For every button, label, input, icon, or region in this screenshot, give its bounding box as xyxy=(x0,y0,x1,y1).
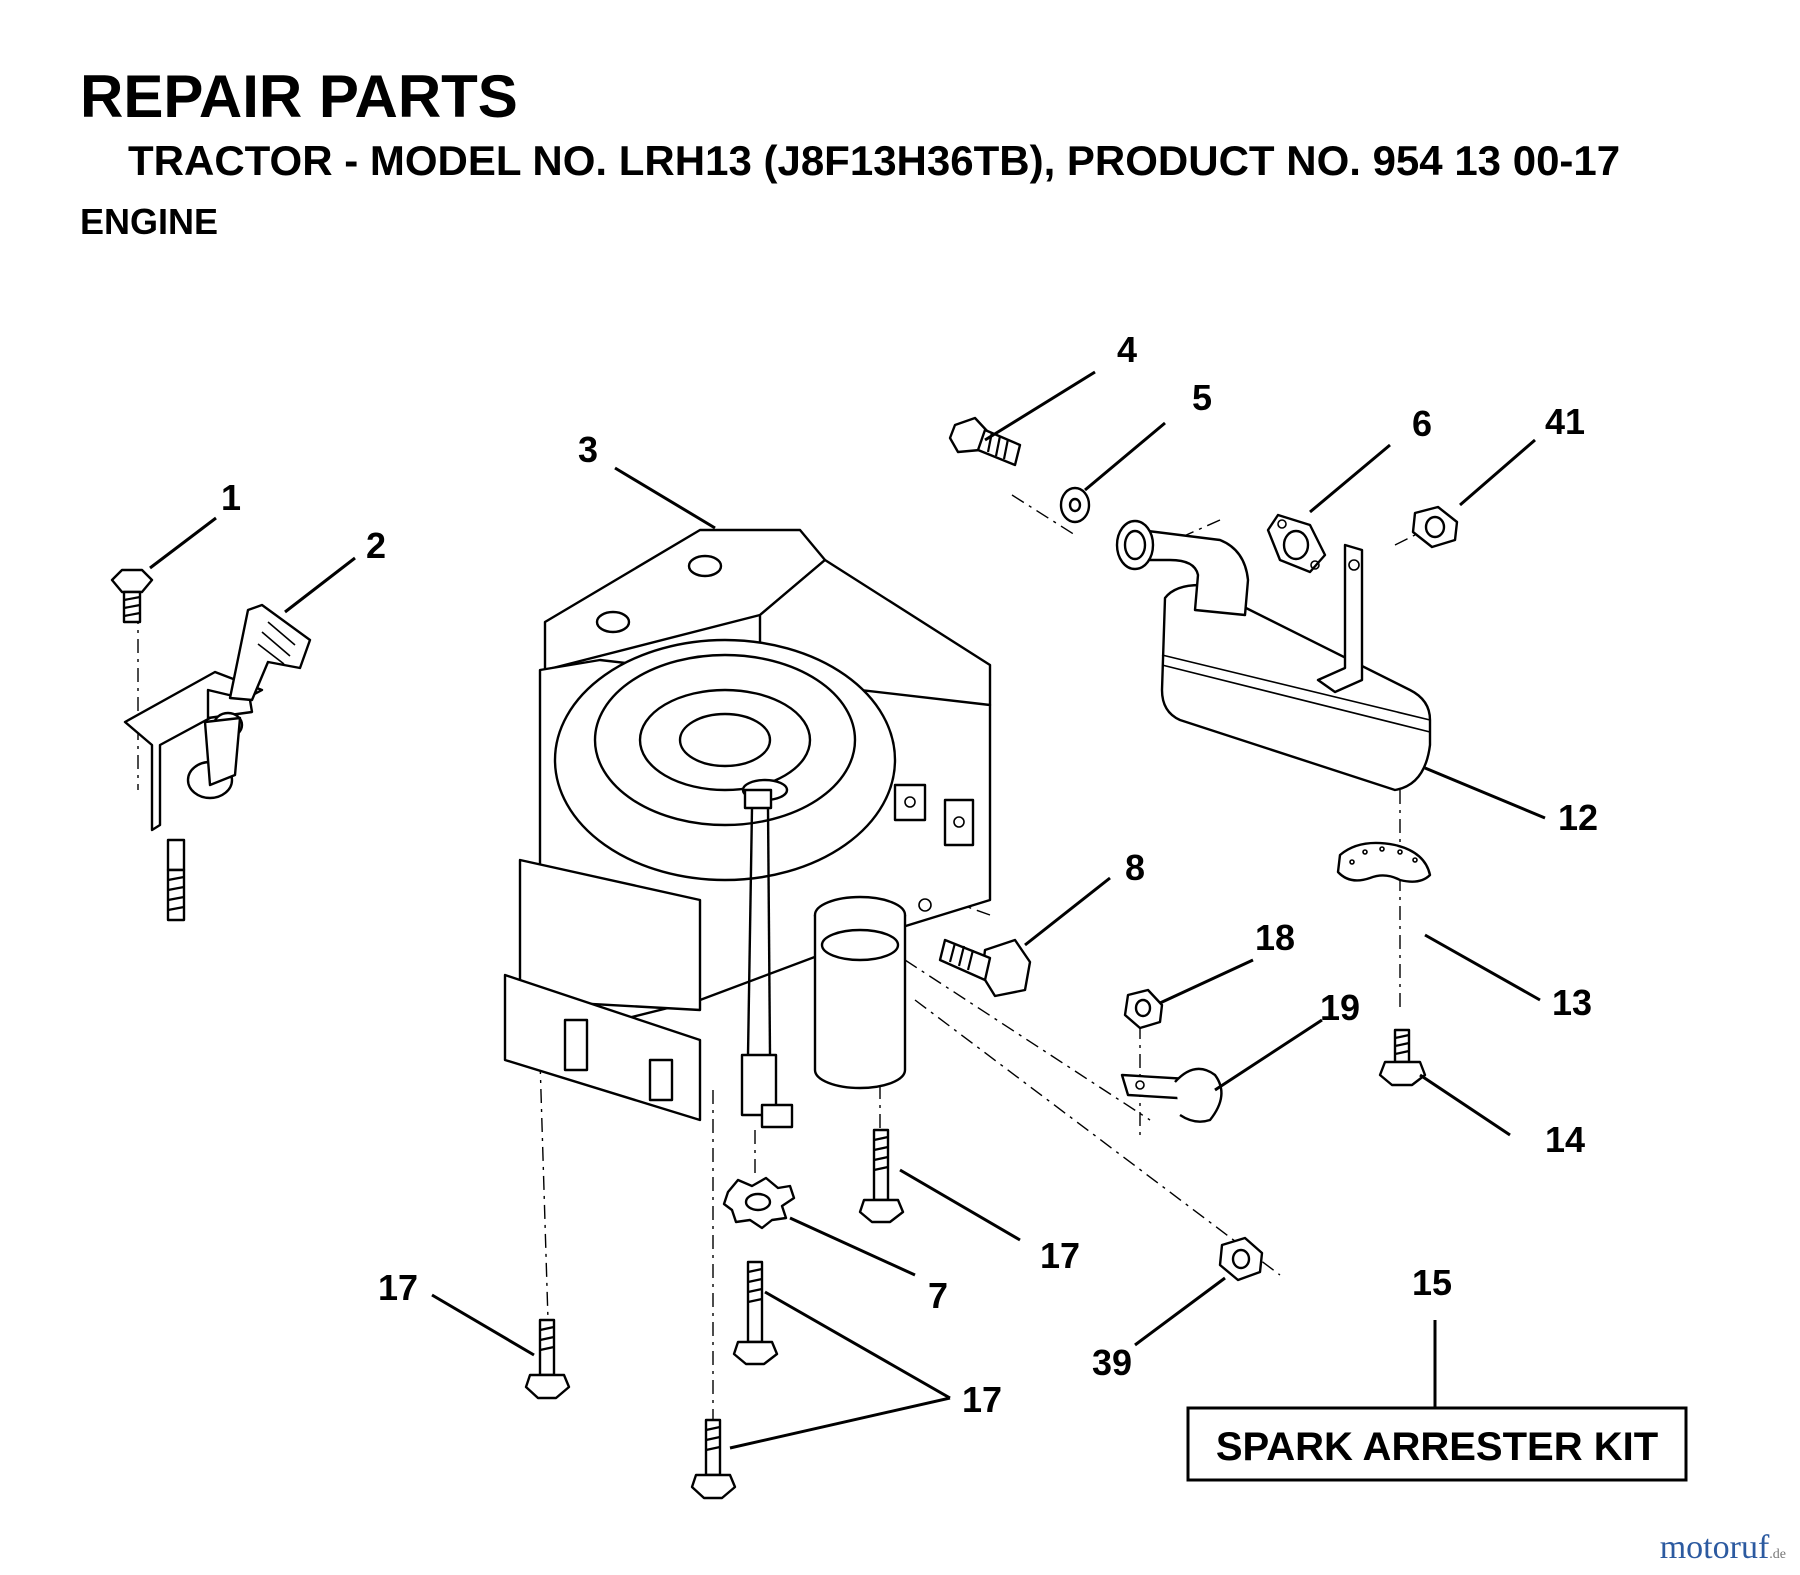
part-41-nut xyxy=(1411,505,1459,549)
part-39-nut xyxy=(1218,1236,1264,1282)
callout-14: 14 xyxy=(1545,1119,1585,1160)
part-7-lock-washer xyxy=(722,1176,796,1230)
part-19-clamp xyxy=(1120,1067,1223,1123)
callout-8: 8 xyxy=(1125,847,1145,888)
model-subtitle: TRACTOR - MODEL NO. LRH13 (J8F13H36TB), … xyxy=(128,137,1621,184)
callout-18: 18 xyxy=(1255,917,1295,958)
part-17-bolt-right xyxy=(858,1128,905,1224)
callout-12: 12 xyxy=(1558,797,1598,838)
callout-7: 7 xyxy=(928,1275,948,1316)
callout-4: 4 xyxy=(1117,329,1137,370)
part-2-throttle-control xyxy=(123,603,312,922)
watermark-domain: .de xyxy=(1769,1547,1786,1562)
part-14-screw xyxy=(1378,1028,1427,1087)
callout-39: 39 xyxy=(1092,1342,1132,1383)
kit-label: SPARK ARRESTER KIT xyxy=(1216,1425,1658,1469)
part-3-engine xyxy=(503,528,992,1129)
part-12-muffler xyxy=(1115,519,1432,792)
part-17-bolt-center xyxy=(732,1260,779,1366)
callout-2: 2 xyxy=(366,525,386,566)
part-1-bolt xyxy=(110,568,154,624)
part-6-gasket xyxy=(1266,513,1327,574)
watermark-brand: motoruf xyxy=(1659,1529,1770,1566)
part-13-screen xyxy=(1336,841,1432,883)
part-17-bolt-left xyxy=(524,1318,571,1400)
leader-lines xyxy=(149,370,1546,1450)
spark-arrester-kit-box: SPARK ARRESTER KIT xyxy=(1186,1406,1688,1482)
part-17-bolt-bottom xyxy=(690,1418,737,1500)
part-5-washer xyxy=(1059,486,1091,524)
callout-17-right: 17 xyxy=(1040,1235,1080,1276)
callout-6: 6 xyxy=(1412,403,1432,444)
callout-17-group: 17 xyxy=(962,1379,1002,1420)
watermark-logo: motoruf.de xyxy=(1660,1529,1786,1567)
part-8-bolt xyxy=(938,938,1032,998)
page-title: REPAIR PARTS xyxy=(80,63,518,130)
part-18-nut xyxy=(1123,988,1164,1030)
callout-5: 5 xyxy=(1192,377,1212,418)
callout-41: 41 xyxy=(1545,401,1585,442)
callout-17-left: 17 xyxy=(378,1267,418,1308)
callout-3: 3 xyxy=(578,429,598,470)
callout-13: 13 xyxy=(1552,982,1592,1023)
callout-1: 1 xyxy=(221,477,241,518)
callout-numbers: 1 2 3 4 5 6 41 12 8 18 19 13 14 17 7 17 … xyxy=(221,329,1598,1420)
callout-19: 19 xyxy=(1320,987,1360,1028)
section-heading: ENGINE xyxy=(80,201,219,242)
callout-15: 15 xyxy=(1412,1262,1452,1303)
